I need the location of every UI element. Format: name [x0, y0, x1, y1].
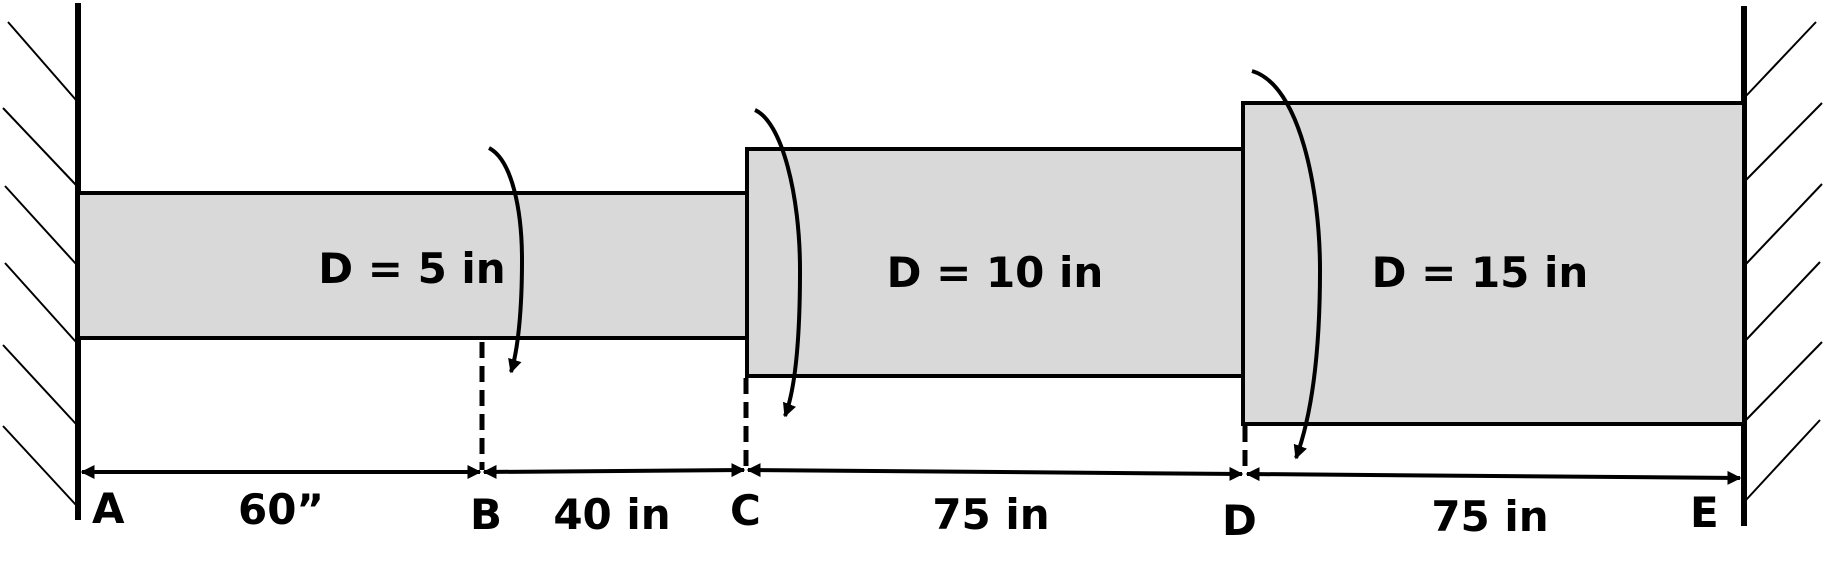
point-label-b: B [470, 490, 502, 539]
shaft-segment-2 [745, 147, 1245, 378]
diameter-label-3: D = 15 in [1372, 248, 1589, 297]
location-leaders [479, 342, 1248, 470]
point-label-a: A [92, 484, 125, 533]
point-label-c: C [730, 486, 761, 535]
shaft-segment-3 [1241, 101, 1746, 426]
length-label-ab: 60” [238, 485, 324, 534]
dimension-cd [746, 463, 1244, 481]
shaft-segment-1 [76, 191, 749, 340]
right-wall-hatching [1745, 21, 1823, 501]
right-wall [1741, 6, 1823, 526]
point-label-d: D [1222, 496, 1257, 545]
point-label-e: E [1690, 488, 1719, 537]
dimension-bc [482, 463, 746, 479]
length-label-cd: 75 in [932, 490, 1049, 539]
dimension-lines [80, 463, 1742, 485]
torque-arrows [487, 69, 1323, 460]
curved-arrow-torque-b-icon [487, 146, 525, 374]
diameter-label-1: D = 5 in [318, 244, 505, 293]
diameter-label-2: D = 10 in [887, 248, 1104, 297]
curved-arrow-torque-c-icon [754, 108, 803, 418]
left-wall-hatching [2, 21, 77, 506]
length-label-bc: 40 in [553, 490, 670, 539]
left-wall [2, 3, 81, 520]
dimension-de [1245, 467, 1742, 485]
curved-arrow-torque-d-icon [1251, 69, 1323, 460]
length-label-de: 75 in [1431, 492, 1548, 541]
